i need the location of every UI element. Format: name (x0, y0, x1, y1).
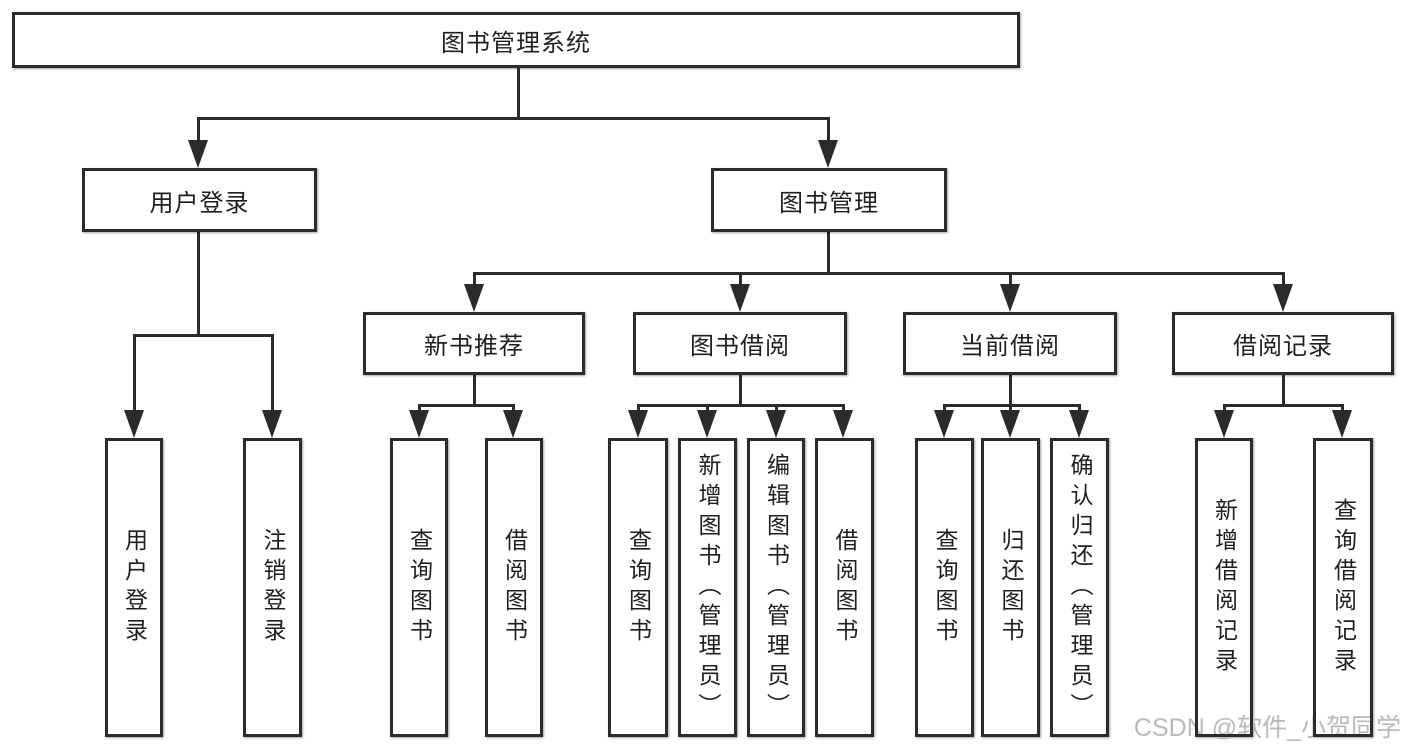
node-label: 借阅记录 (1233, 333, 1333, 360)
arrow-down-icon (1332, 410, 1352, 438)
node-label: 查询借阅记录 (1330, 497, 1357, 678)
node-label: 新增图书（管理员） (695, 452, 721, 723)
node-leaf-logout: 注销登录 (243, 438, 302, 737)
node-label: 确认归还（管理员） (1067, 452, 1093, 723)
csdn-watermark: CSDN @软件_小贺同学 (1133, 714, 1401, 742)
connector-current-borrow-stub (1009, 375, 1012, 407)
arrow-down-icon (628, 410, 648, 438)
node-leaf-return-books: 归还图书 (981, 438, 1040, 737)
connector-level3-horizontal (473, 272, 1284, 275)
arrow-down-icon (1214, 410, 1234, 438)
node-root-label: 图书管理系统 (441, 29, 591, 57)
node-leaf-user-login: 用户登录 (105, 438, 163, 737)
node-current-borrow: 当前借阅 (903, 312, 1117, 375)
connector-stem (739, 272, 742, 288)
node-root: 图书管理系统 (12, 12, 1020, 68)
arrow-down-icon (124, 410, 144, 438)
connector-stem (133, 334, 136, 416)
arrow-down-icon (934, 410, 954, 438)
arrow-down-icon (766, 410, 786, 438)
node-leaf-borrow-books-2: 借阅图书 (815, 438, 874, 737)
node-label: 查询图书 (406, 527, 433, 648)
node-leaf-add-books-admin: 新增图书（管理员） (678, 438, 737, 737)
connector-stem (1282, 272, 1285, 288)
node-label: 新增借阅记录 (1211, 497, 1238, 678)
node-book-borrow: 图书借阅 (633, 312, 847, 375)
connector-group3-horizontal (637, 404, 845, 407)
connector-user-login-stub (197, 232, 200, 336)
node-leaf-query-books-2: 查询图书 (608, 438, 668, 737)
connector-group2-horizontal (418, 404, 515, 407)
arrow-down-icon (503, 410, 523, 438)
node-leaf-add-borrow-record: 新增借阅记录 (1195, 438, 1253, 737)
node-leaf-query-books-3: 查询图书 (915, 438, 974, 737)
arrow-down-icon (818, 140, 838, 168)
node-label: 查询图书 (932, 527, 958, 648)
node-borrow-records: 借阅记录 (1172, 312, 1394, 375)
arrow-down-icon (697, 410, 717, 438)
node-label: 借阅图书 (501, 527, 528, 648)
connector-stem (473, 272, 476, 288)
node-label: 图书借阅 (690, 333, 790, 360)
connector-level2-horizontal (197, 117, 830, 120)
connector-borrow-records-stub (1282, 375, 1285, 407)
node-label: 查询图书 (625, 527, 652, 648)
node-leaf-borrow-books-1: 借阅图书 (485, 438, 543, 737)
connector-stem (1009, 272, 1012, 288)
arrow-down-icon (409, 410, 429, 438)
connector-group5-horizontal (1223, 404, 1344, 407)
arrow-down-icon (464, 284, 484, 312)
node-label: 用户登录 (149, 189, 250, 217)
connector-stem (271, 334, 274, 416)
connector-book-mgmt-stub (827, 232, 830, 275)
arrow-down-icon (1273, 284, 1293, 312)
connector-stem (827, 117, 830, 147)
connector-group1-horizontal (133, 334, 274, 337)
node-book-management: 图书管理 (711, 168, 947, 232)
node-user-login: 用户登录 (82, 168, 317, 232)
node-new-book-recommend: 新书推荐 (363, 312, 585, 375)
node-leaf-confirm-return-admin: 确认归还（管理员） (1050, 438, 1109, 737)
node-label: 当前借阅 (960, 333, 1060, 360)
node-label: 新书推荐 (424, 333, 524, 360)
node-leaf-query-borrow-record: 查询借阅记录 (1313, 438, 1373, 737)
connector-stem (197, 117, 200, 147)
node-label: 编辑图书（管理员） (763, 452, 790, 723)
node-leaf-edit-books-admin: 编辑图书（管理员） (747, 438, 805, 737)
connector-book-borrow-stub (739, 375, 742, 407)
arrow-down-icon (1000, 410, 1020, 438)
node-label: 用户登录 (121, 527, 148, 648)
node-label: 图书管理 (779, 189, 879, 217)
node-leaf-query-books-1: 查询图书 (390, 438, 448, 737)
node-label: 归还图书 (998, 527, 1024, 648)
arrow-down-icon (188, 140, 208, 168)
connector-root-stub (517, 68, 520, 120)
node-label: 注销登录 (260, 527, 286, 648)
arrow-down-icon (262, 410, 282, 438)
connector-new-book-stub (473, 375, 476, 407)
arrow-down-icon (833, 410, 853, 438)
arrow-down-icon (1069, 410, 1089, 438)
node-label: 借阅图书 (832, 527, 858, 648)
arrow-down-icon (730, 284, 750, 312)
arrow-down-icon (1000, 284, 1020, 312)
